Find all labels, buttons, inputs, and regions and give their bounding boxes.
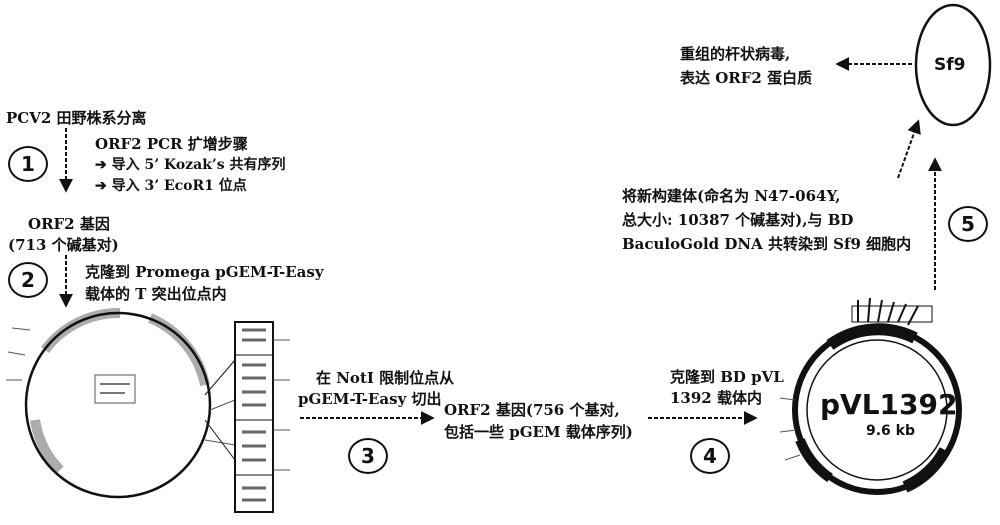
result-text-2: 表达 ORF2 蛋白质 xyxy=(680,68,812,89)
pgem-plasmid-map xyxy=(6,313,290,512)
gene1-title: ORF2 基因 xyxy=(28,214,110,235)
step5-text-1: 将新构建体(命名为 N47-064Y, xyxy=(622,186,840,207)
arrow-bullet-icon: ➔ xyxy=(95,178,107,194)
gene1-size: (713 个碱基对) xyxy=(8,235,119,256)
transfection-arrow xyxy=(898,122,918,178)
step4-text-2: 1392 载体内 xyxy=(670,388,762,409)
arrow-bullet-icon: ➔ xyxy=(95,157,107,173)
source-label: PCV2 田野株系分离 xyxy=(6,108,147,129)
step5-badge: 5 xyxy=(948,206,988,242)
step3-text-1: 在 NotI 限制位点从 xyxy=(316,368,454,389)
result-text-1: 重组的杆状病毒, xyxy=(680,44,790,65)
step1-badge: 1 xyxy=(8,146,48,182)
step2-text-1: 克隆到 Promega pGEM-T-Easy xyxy=(85,262,324,283)
step4-text-1: 克隆到 BD pVL xyxy=(670,367,784,388)
step3-badge: 3 xyxy=(348,438,388,474)
step2-text-2: 载体的 T 突出位点内 xyxy=(85,284,227,305)
sf9-label: Sf9 xyxy=(934,55,965,76)
step5-text-3: BaculoGold DNA 共转染到 Sf9 细胞内 xyxy=(622,234,911,255)
step1-text-3: ➔ 导入 3’ EcoR1 位点 xyxy=(95,176,247,197)
step1-text-1: ORF2 PCR 扩增步骤 xyxy=(95,134,248,155)
gene2-text-2: 包括一些 pGEM 载体序列) xyxy=(444,422,633,443)
step4-badge: 4 xyxy=(690,438,730,474)
vector-size: 9.6 kb xyxy=(866,421,915,442)
step2-badge: 2 xyxy=(8,262,48,298)
gene2-text-1: ORF2 基因(756 个基对, xyxy=(444,400,620,421)
step3-text-2: pGEM-T-Easy 切出 xyxy=(298,389,442,410)
step1-text-2: ➔ 导入 5’ Kozak’s 共有序列 xyxy=(95,155,286,176)
vector-name: pVL1392 xyxy=(820,390,957,420)
step5-text-2: 总大小: 10387 个碱基对),与 BD xyxy=(622,210,853,231)
